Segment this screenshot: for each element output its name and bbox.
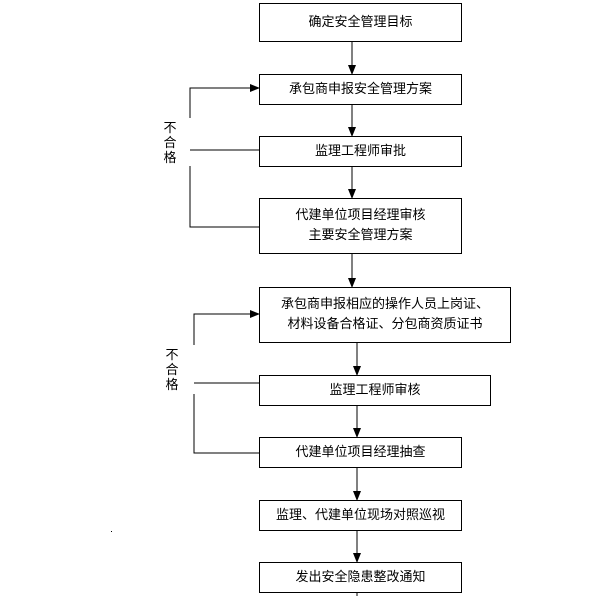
- label-char: 格: [163, 151, 177, 166]
- step-supervisor-verify: 监理工程师审核: [259, 375, 491, 406]
- loop2-bottom: [193, 394, 259, 454]
- loop-label-unqualified-1: 不 合 格: [163, 121, 177, 166]
- label-char: 合: [163, 136, 177, 151]
- step-line: 发出安全隐患整改通知: [295, 569, 426, 585]
- step-contractor-submit-certificates: 承包商申报相应的操作人员上岗证、 材料设备合格证、分包商资质证书: [259, 287, 511, 343]
- step-issue-rectification-notice: 发出安全隐患整改通知: [259, 562, 462, 593]
- step-line: 承包商申报安全管理方案: [288, 81, 432, 97]
- step-pm-spot-check: 代建单位项目经理抽查: [259, 437, 462, 468]
- step-line: 确定安全管理目标: [308, 14, 413, 30]
- step-line: 监理、代建单位现场对照巡视: [275, 507, 445, 523]
- step-pm-review-plan: 代建单位项目经理审核 主要安全管理方案: [259, 198, 462, 254]
- loop1-top: [189, 84, 260, 118]
- step-contractor-submit-plan: 承包商申报安全管理方案: [259, 74, 462, 105]
- label-char: 不: [165, 348, 179, 363]
- label-char: 格: [165, 378, 179, 393]
- step-line: 代建单位项目经理审核: [295, 208, 426, 223]
- step-line: 监理工程师审核: [329, 382, 421, 398]
- loop1-bottom: [189, 166, 259, 228]
- label-char: 不: [163, 121, 177, 136]
- step-line: 主要安全管理方案: [308, 228, 413, 243]
- step-line: 承包商申报相应的操作人员上岗证、: [280, 297, 489, 312]
- step-supervisor-approve: 监理工程师审批: [259, 136, 462, 167]
- step-line: 监理工程师审批: [314, 143, 406, 159]
- loop-label-unqualified-2: 不 合 格: [165, 348, 179, 393]
- label-char: 合: [165, 363, 179, 378]
- step-set-safety-goal: 确定安全管理目标: [259, 3, 462, 42]
- step-line: 代建单位项目经理抽查: [295, 444, 426, 460]
- loop2-top: [193, 310, 260, 345]
- step-onsite-inspection: 监理、代建单位现场对照巡视: [259, 500, 462, 531]
- stray-dot: [111, 531, 112, 532]
- step-line: 材料设备合格证、分包商资质证书: [287, 317, 483, 332]
